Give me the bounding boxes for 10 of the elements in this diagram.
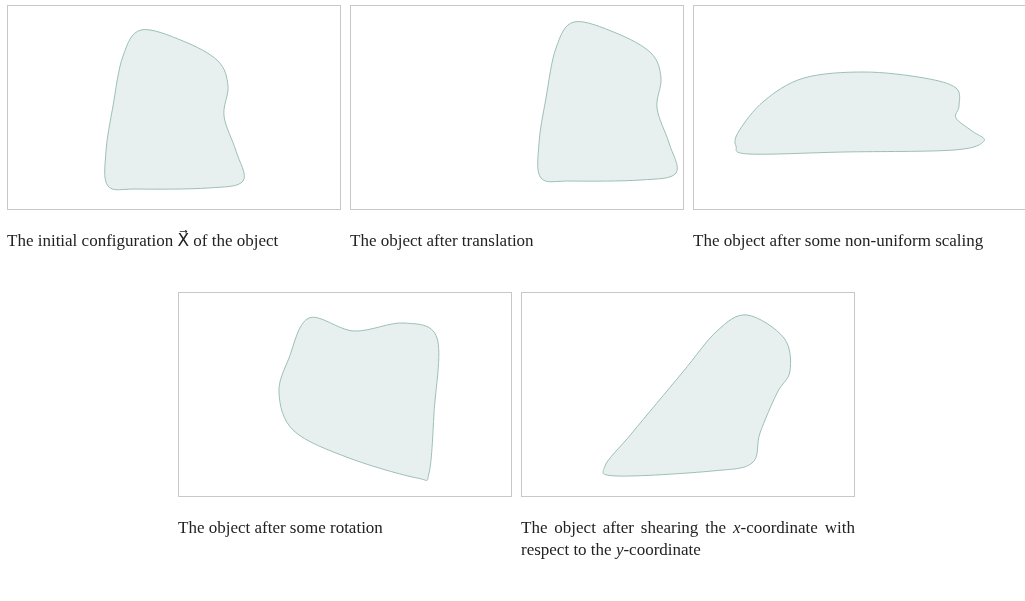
figure-caption: The object after some non-uniform scaling xyxy=(693,230,985,252)
figure-caption: The object after translation xyxy=(350,230,535,252)
figure-panel xyxy=(693,5,1025,210)
figure-panel xyxy=(521,292,855,497)
figure-caption: The object after some rotation xyxy=(178,517,384,539)
figure-caption: The initial configuration X⃗ of the object xyxy=(7,230,280,252)
figure-panel xyxy=(350,5,684,210)
figure-panel xyxy=(178,292,512,497)
figure-caption: The object after shearing the x-coordinate with respect to the y-coordinate xyxy=(521,517,855,561)
figure-panel xyxy=(7,5,341,210)
